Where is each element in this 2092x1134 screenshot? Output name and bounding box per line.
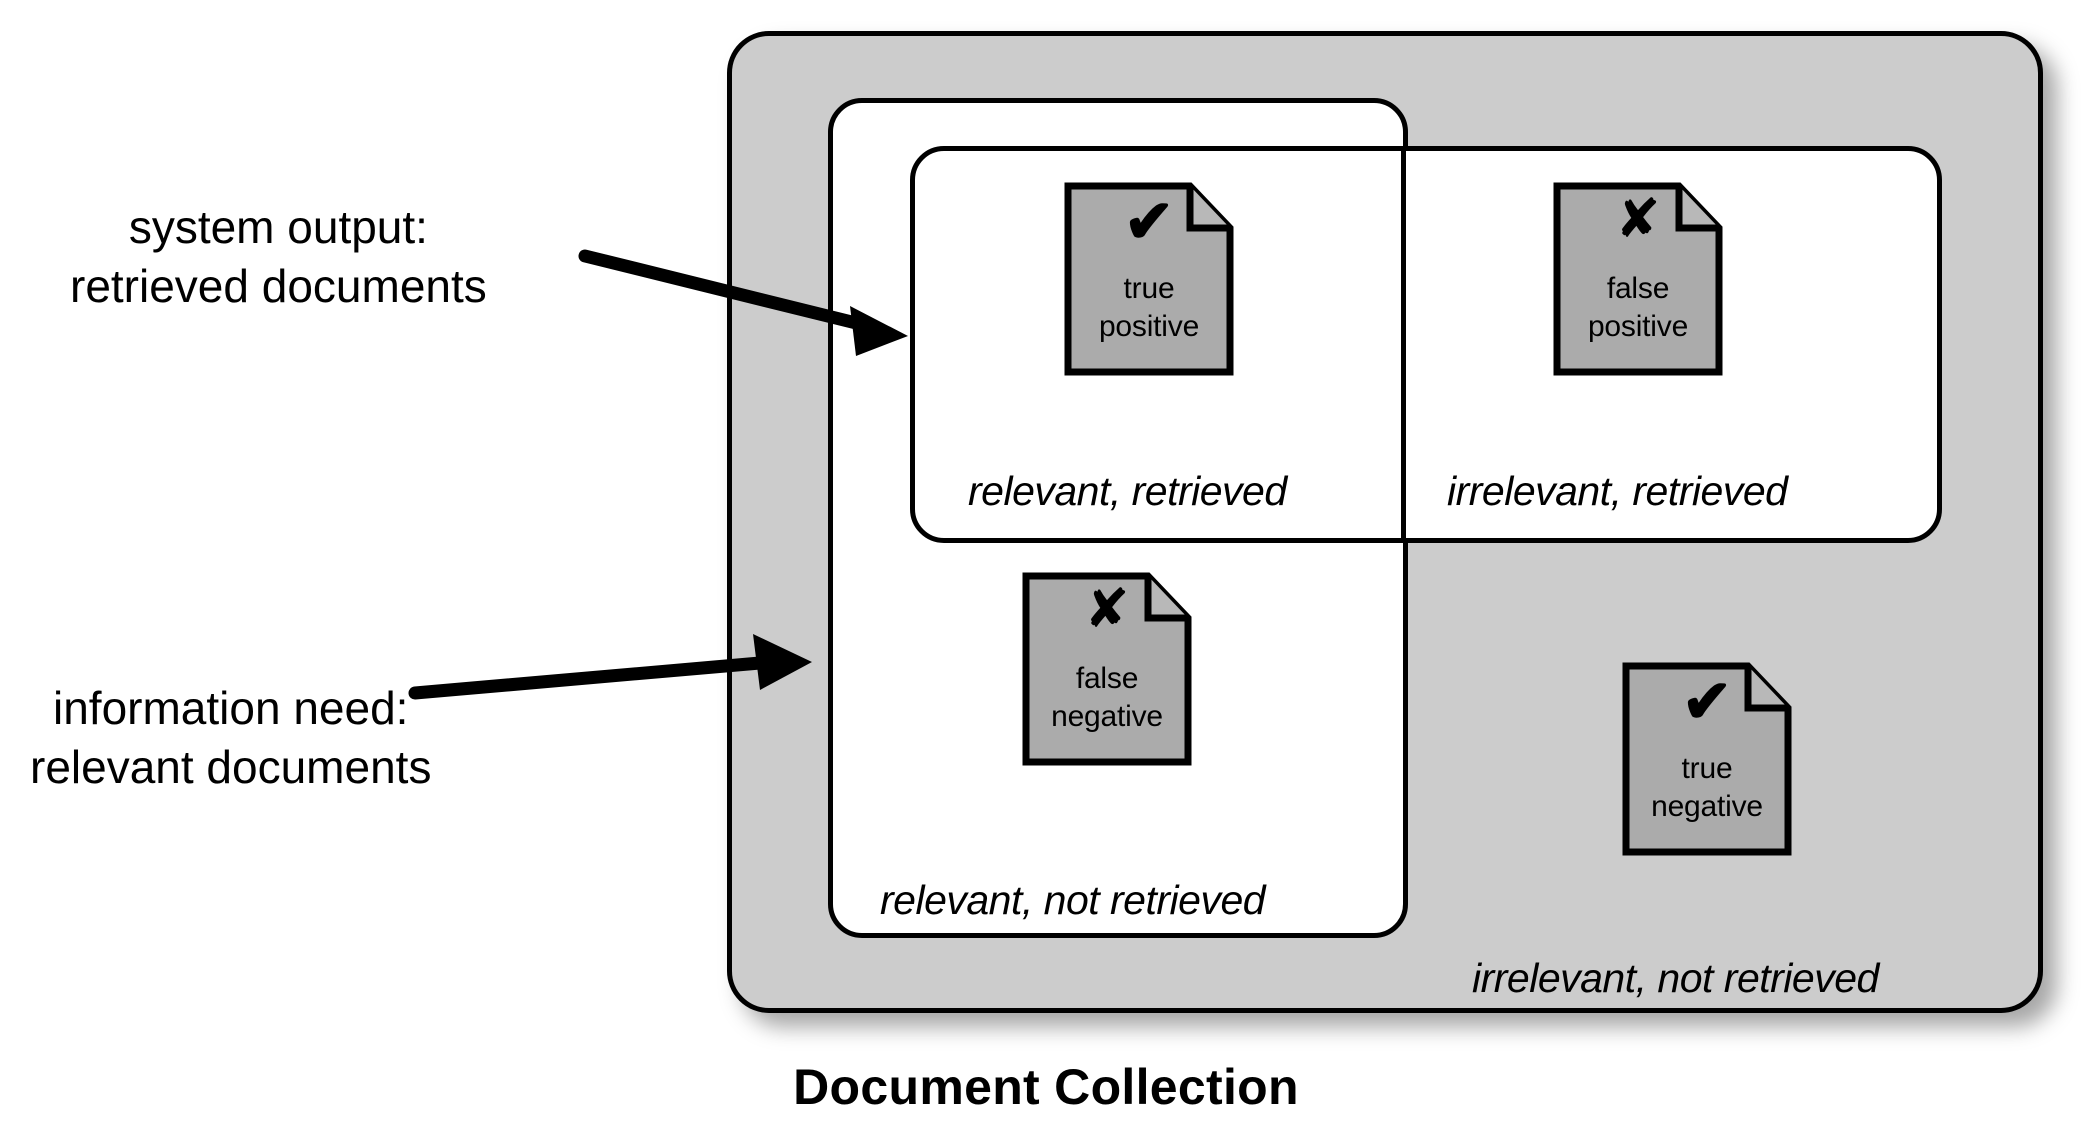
quadrant-label-irrelevant-retrieved: irrelevant, retrieved — [1447, 468, 1788, 514]
doc-label-line1: false — [1606, 272, 1670, 305]
annotation-line1: system output: — [128, 201, 428, 253]
check-mark-icon: ✔ — [1681, 668, 1733, 735]
document-icon-false-negative: ✘ false negative — [1022, 572, 1192, 766]
quadrant-label-relevant-not-retrieved: relevant, not retrieved — [880, 877, 1266, 923]
doc-label-line2: negative — [1051, 700, 1163, 734]
document-icon-true-positive: ✔ true positive — [1064, 182, 1234, 376]
quadrant-divider — [1401, 146, 1406, 543]
doc-label-line1: true — [1681, 752, 1733, 785]
annotation-line1: information need: — [53, 682, 409, 734]
cross-mark-icon: ✘ — [1615, 187, 1661, 250]
doc-label-line1: false — [1075, 662, 1139, 695]
quadrant-label-relevant-retrieved: relevant, retrieved — [968, 468, 1287, 514]
annotation-information-need: information need: relevant documents — [30, 679, 431, 797]
doc-label-line2: positive — [1587, 310, 1689, 344]
page-title: Document Collection — [793, 1059, 1299, 1115]
document-icon-true-negative: ✔ true negative — [1622, 662, 1792, 856]
document-label-true-positive: true positive — [1064, 270, 1234, 346]
document-label-true-negative: true negative — [1622, 750, 1792, 826]
check-mark-icon: ✔ — [1123, 188, 1175, 255]
doc-label-line2: negative — [1651, 790, 1763, 824]
document-label-false-negative: false negative — [1022, 660, 1192, 736]
annotation-line2: relevant documents — [30, 740, 432, 793]
document-icon-false-positive: ✘ false positive — [1553, 182, 1723, 376]
annotation-line2: retrieved documents — [70, 259, 487, 312]
doc-label-line1: true — [1123, 272, 1175, 305]
document-label-false-positive: false positive — [1553, 270, 1723, 346]
annotation-system-output: system output: retrieved documents — [70, 198, 487, 316]
quadrant-label-irrelevant-not-retrieved: irrelevant, not retrieved — [1472, 955, 1879, 1001]
doc-label-line2: positive — [1098, 310, 1200, 344]
cross-mark-icon: ✘ — [1084, 577, 1130, 640]
